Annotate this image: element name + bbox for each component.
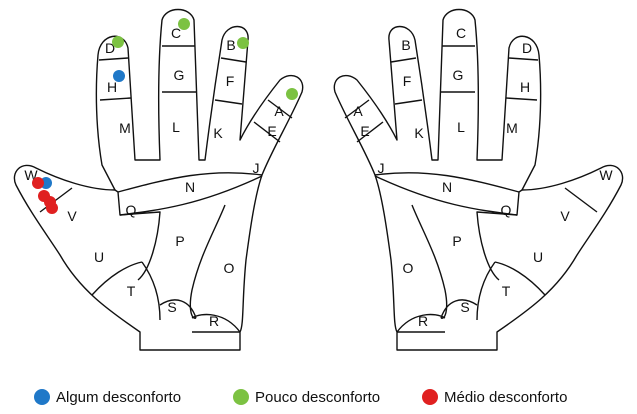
right-region-label-g: G <box>453 67 464 83</box>
right-region-label-p: P <box>452 233 461 249</box>
right-region-label-r: R <box>418 313 428 329</box>
left-region-label-f: F <box>226 73 235 89</box>
left-line-T-S <box>141 261 161 321</box>
right-region-label-f: F <box>403 73 412 89</box>
left-seg-B-F <box>220 57 247 63</box>
right-palm-finger-line <box>374 172 520 193</box>
left-region-label-o: O <box>224 260 235 276</box>
left-region-label-h: H <box>107 79 117 95</box>
left-region-label-r: R <box>209 313 219 329</box>
right-seg-F-K <box>394 99 423 105</box>
discomfort-mark-a <box>286 88 298 100</box>
right-seg-A-E <box>344 99 370 119</box>
right-hand-labels: A B C D E F G H J K L M N O P Q R S T U V W <box>353 25 613 329</box>
left-seg-F-K <box>214 99 243 105</box>
left-region-label-v: V <box>67 208 77 224</box>
right-line-R <box>396 313 446 333</box>
left-region-label-n: N <box>185 179 195 195</box>
legend-label-1: Pouco desconforto <box>255 389 380 406</box>
left-region-label-j: J <box>253 160 260 176</box>
left-region-label-c: C <box>171 25 181 41</box>
left-line-R <box>191 313 241 333</box>
left-region-label-m: M <box>119 120 131 136</box>
left-seg-thumb-W-V <box>39 187 73 213</box>
left-seg-A-E <box>267 99 293 119</box>
discomfort-mark-v <box>46 202 58 214</box>
discomfort-mark-d <box>112 36 124 48</box>
right-seg-H-M <box>505 97 538 101</box>
left-region-label-e: E <box>267 123 276 139</box>
legend-swatch-1 <box>233 389 249 405</box>
left-region-label-d: D <box>105 40 115 56</box>
right-region-label-n: N <box>442 179 452 195</box>
right-line-S-R <box>440 299 478 319</box>
right-seg-thumb-W-V <box>564 187 598 213</box>
left-region-label-b: B <box>226 37 235 53</box>
left-line-P-O <box>189 204 226 319</box>
right-region-label-d: D <box>522 40 532 56</box>
right-region-label-v: V <box>560 208 570 224</box>
left-palm-finger-line <box>117 172 263 193</box>
right-line-P-O <box>411 204 448 319</box>
right-line-T-S <box>476 261 496 321</box>
right-region-label-u: U <box>533 249 543 265</box>
left-line-S-R <box>159 299 197 319</box>
right-region-label-h: H <box>520 79 530 95</box>
right-region-label-m: M <box>506 120 518 136</box>
right-region-label-w: W <box>599 167 613 183</box>
left-region-label-k: K <box>213 125 223 141</box>
discomfort-marks <box>32 18 298 214</box>
left-region-label-l: L <box>172 119 180 135</box>
right-seg-D-H <box>508 57 539 61</box>
left-hand-outline <box>13 8 304 351</box>
right-region-label-a: A <box>353 103 363 119</box>
right-hand-outline <box>333 8 624 351</box>
left-region-label-p: P <box>175 233 184 249</box>
discomfort-mark-h <box>113 70 125 82</box>
legend-label-0: Algum desconforto <box>56 389 181 406</box>
left-hand <box>13 8 304 351</box>
left-region-label-u: U <box>94 249 104 265</box>
right-region-label-l: L <box>457 119 465 135</box>
left-seg-H-M <box>99 97 132 101</box>
right-region-label-o: O <box>403 260 414 276</box>
discomfort-mark-w <box>32 177 44 189</box>
legend-swatch-0 <box>34 389 50 405</box>
right-line-Q-P <box>476 211 518 281</box>
left-seg-E-J <box>253 121 281 143</box>
right-region-label-j: J <box>378 160 385 176</box>
right-seg-B-F <box>390 57 417 63</box>
right-region-label-t: T <box>502 283 511 299</box>
left-region-label-t: T <box>127 283 136 299</box>
discomfort-mark-c <box>178 18 190 30</box>
left-region-label-q: Q <box>126 202 137 218</box>
left-line-U-T <box>91 261 143 296</box>
legend-label-2: Médio desconforto <box>444 389 567 406</box>
discomfort-mark-b <box>237 37 249 49</box>
right-region-label-e: E <box>360 123 369 139</box>
right-region-label-q: Q <box>501 202 512 218</box>
left-region-label-a: A <box>274 103 284 119</box>
right-region-label-b: B <box>401 37 410 53</box>
left-line-Q-P <box>119 211 161 281</box>
legend-swatch-2 <box>422 389 438 405</box>
left-region-label-s: S <box>167 299 176 315</box>
right-seg-E-J <box>356 121 384 143</box>
right-hand <box>333 8 624 351</box>
legend: Algum desconforto Pouco desconforto Médio … <box>34 389 567 406</box>
right-region-label-s: S <box>460 299 469 315</box>
right-region-label-c: C <box>456 25 466 41</box>
left-seg-D-H <box>98 57 129 61</box>
right-region-label-k: K <box>414 125 424 141</box>
left-region-label-g: G <box>174 67 185 83</box>
right-line-U-T <box>494 261 546 296</box>
